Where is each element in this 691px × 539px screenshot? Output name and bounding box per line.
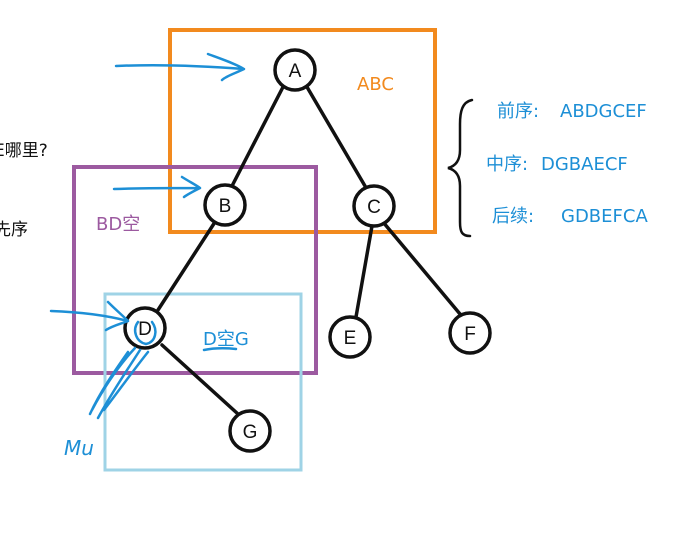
subtree-box-dg <box>103 292 303 472</box>
node-f-label: F <box>464 324 476 345</box>
preorder-value: ABDGCEF <box>560 101 647 122</box>
node-e-label: E <box>344 328 357 349</box>
node-g <box>228 409 272 453</box>
edge-c-f <box>381 220 462 316</box>
node-c <box>352 184 396 228</box>
arrow-to-d <box>49 300 130 332</box>
edge-a-b <box>230 85 285 188</box>
inorder-label: 中序: <box>486 154 528 175</box>
node-f <box>448 311 492 355</box>
postorder-value: GDBEFCA <box>561 206 648 227</box>
edge-d-g <box>160 343 240 416</box>
brace <box>447 98 474 238</box>
node-a <box>273 48 317 92</box>
preorder-label: 前序: <box>497 101 539 122</box>
arrow-to-a <box>114 52 246 82</box>
edge-b-d <box>156 220 217 312</box>
annotation-scribble: Mu <box>64 436 94 460</box>
inorder-value: DGBAECF <box>541 154 628 175</box>
left-fragment-question: E哪里? <box>0 141 48 161</box>
node-g-label: G <box>243 422 258 443</box>
subtree-box-bd <box>72 165 318 375</box>
annotation-bd-empty: BD空 <box>96 214 140 235</box>
d-highlight-circle <box>134 320 157 346</box>
left-fragment-preorder: 先序 <box>0 220 28 240</box>
arrow-to-b <box>112 175 202 199</box>
node-a-label: A <box>289 61 302 82</box>
node-e <box>328 315 372 359</box>
node-c-label: C <box>367 197 381 218</box>
node-d-label: D <box>138 319 152 340</box>
subtree-box-abc <box>168 28 437 234</box>
scribble-strokes <box>88 346 150 420</box>
annotation-abc: ABC <box>357 74 394 95</box>
node-b-label: B <box>219 196 232 217</box>
annotation-d-empty-g: D空G <box>203 329 249 350</box>
edge-c-e <box>354 224 374 319</box>
node-b <box>203 183 247 227</box>
postorder-label: 后续: <box>492 206 534 227</box>
d-empty-g-underline <box>202 347 238 352</box>
edge-a-c <box>305 85 367 188</box>
